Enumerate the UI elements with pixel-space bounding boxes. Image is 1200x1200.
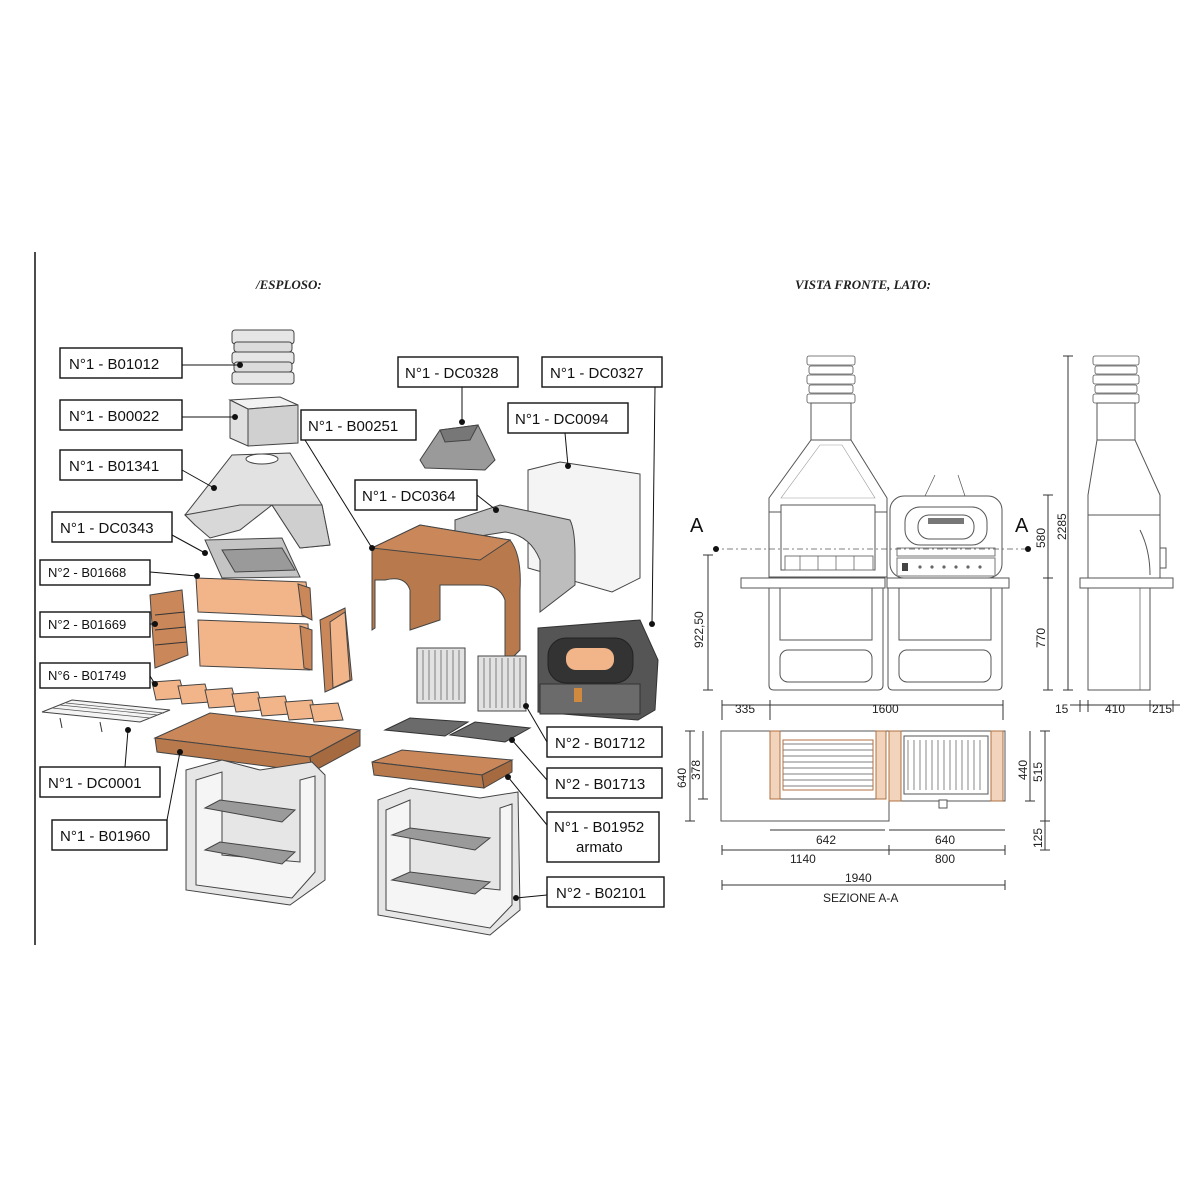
svg-text:N°1 - DC0343: N°1 - DC0343 (60, 520, 154, 537)
svg-text:640: 640 (935, 833, 955, 847)
svg-text:770: 770 (1034, 628, 1048, 648)
part-label-b01749: N°6 - B01749 (39, 662, 158, 689)
svg-text:800: 800 (935, 852, 955, 866)
part-label-b01713: N°2 - B01713 (509, 737, 663, 799)
svg-text:N°2 - B01668: N°2 - B01668 (48, 565, 126, 580)
section-aa-caption: SEZIONE A-A (823, 891, 898, 905)
svg-text:N°1 - DC0001: N°1 - DC0001 (48, 775, 142, 792)
svg-text:1940: 1940 (845, 871, 872, 885)
front-side-view-heading: VISTA FRONTE, LATO: (795, 277, 931, 292)
hood-drawing (183, 452, 331, 549)
part-label-b01669: N°2 - B01669 (39, 611, 158, 638)
svg-text:378: 378 (689, 760, 703, 780)
part-label-dc0343: N°1 - DC0343 (51, 511, 208, 556)
part-label-b01952: N°1 - B01952 armato (505, 774, 660, 863)
section-mark-left: A (690, 515, 704, 537)
svg-text:N°2 - B02101: N°2 - B02101 (556, 885, 646, 902)
part-label-b00251: N°1 - B00251 (300, 409, 417, 551)
svg-text:410: 410 (1105, 702, 1125, 716)
svg-text:N°1 - B01960: N°1 - B01960 (60, 828, 150, 845)
front-view-drawing (740, 355, 1010, 691)
svg-text:215: 215 (1152, 702, 1172, 716)
arch-cover-drawing (454, 504, 576, 614)
section-mark-right: A (1015, 515, 1029, 537)
side-bricks-left-drawing (149, 589, 189, 669)
svg-text:N°1 - DC0327: N°1 - DC0327 (550, 365, 644, 382)
grill-grate-drawing (41, 699, 171, 733)
part-label-dc0094: N°1 - DC0094 (507, 402, 629, 469)
oven-hood-drawing (419, 424, 496, 471)
part-label-b02101: N°2 - B02101 (513, 876, 665, 908)
side-view-drawing (1079, 355, 1174, 691)
svg-text:922,50: 922,50 (692, 611, 706, 648)
svg-text:580: 580 (1034, 528, 1048, 548)
oven-drawing (537, 619, 659, 721)
chimney-block-drawing (228, 396, 299, 447)
front-dimensions: 922,50 335 1600 580 770 (692, 494, 1053, 720)
svg-text:N°2 - B01712: N°2 - B01712 (555, 735, 645, 752)
svg-text:515: 515 (1031, 762, 1045, 782)
svg-text:N°1 - B00251: N°1 - B00251 (308, 418, 398, 435)
svg-text:N°2 - B01713: N°2 - B01713 (555, 776, 645, 793)
svg-text:15: 15 (1055, 702, 1069, 716)
svg-text:N°1 - B01952: N°1 - B01952 (554, 819, 644, 836)
part-label-b01341: N°1 - B01341 (59, 449, 217, 491)
floor-bricks-drawing (151, 679, 344, 723)
part-label-dc0364: N°1 - DC0364 (354, 479, 499, 513)
plan-dimensions: 640 378 440 515 125 642 640 1140 800 194… (675, 730, 1050, 890)
svg-text:N°1 - B00022: N°1 - B00022 (69, 408, 159, 425)
side-bricks-right-drawing (319, 607, 353, 693)
svg-text:440: 440 (1016, 760, 1030, 780)
svg-text:armato: armato (576, 839, 623, 856)
part-label-dc0001: N°1 - DC0001 (39, 727, 161, 798)
svg-text:1140: 1140 (790, 852, 816, 866)
part-label-dc0327: N°1 - DC0327 (541, 356, 663, 627)
part-label-b01668: N°2 - B01668 (39, 559, 200, 586)
svg-text:N°2 - B01669: N°2 - B01669 (48, 617, 126, 632)
svg-text:N°1 - B01012: N°1 - B01012 (69, 356, 159, 373)
base-frame-left-drawing (185, 759, 326, 906)
base-slab-left-drawing (153, 712, 362, 773)
part-label-b00022: N°1 - B00022 (59, 399, 238, 431)
svg-text:335: 335 (735, 702, 755, 716)
chimney-cap-drawing (231, 329, 295, 385)
svg-text:640: 640 (675, 768, 689, 788)
back-bricks-drawing (195, 577, 313, 671)
plan-section-drawing (720, 730, 1006, 822)
horizontal-grates-drawing (383, 717, 532, 743)
svg-text:N°1 - B01341: N°1 - B01341 (69, 458, 159, 475)
lintel-drawing (204, 537, 301, 579)
part-label-b01960: N°1 - B01960 (51, 749, 183, 851)
arch-terracotta-drawing (370, 524, 521, 667)
base-frame-right-drawing (377, 787, 521, 936)
vertical-grates-drawing (416, 647, 527, 712)
base-slab-right-drawing (371, 749, 514, 789)
exploded-view-heading: /ESPLOSO: (255, 277, 322, 292)
svg-text:N°1 - DC0364: N°1 - DC0364 (362, 488, 456, 505)
svg-text:2285: 2285 (1055, 513, 1069, 540)
part-label-b01012: N°1 - B01012 (59, 347, 243, 379)
svg-text:N°1 - DC0094: N°1 - DC0094 (515, 411, 609, 428)
svg-text:1600: 1600 (872, 702, 899, 716)
side-dimensions: 2285 15 410 215 (1055, 355, 1180, 716)
part-label-b01712: N°2 - B01712 (523, 703, 663, 758)
svg-text:N°1 - DC0328: N°1 - DC0328 (405, 365, 499, 382)
svg-text:642: 642 (816, 833, 836, 847)
part-label-dc0328: N°1 - DC0328 (397, 356, 519, 425)
svg-text:N°6 - B01749: N°6 - B01749 (48, 668, 126, 683)
svg-text:125: 125 (1031, 828, 1045, 848)
